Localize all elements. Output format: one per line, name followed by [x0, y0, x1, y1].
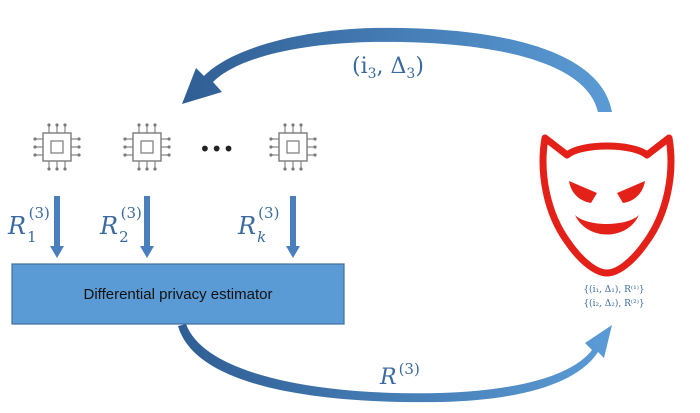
response-label: R(3): [379, 360, 420, 390]
report-arrow-2: [140, 196, 154, 258]
chip-icon: [268, 122, 318, 172]
ellipsis: •••: [199, 137, 234, 161]
client-chip-2: [122, 122, 172, 172]
client-chip-1: [32, 122, 82, 172]
devil-mask-icon: [539, 134, 675, 277]
report-label-1: R1(3): [7, 204, 50, 246]
report-arrow-k: [286, 196, 300, 258]
report-label-k: Rk(3): [237, 204, 279, 246]
chip-icon: [32, 122, 82, 172]
query-text: (i3, Δ3): [352, 54, 424, 82]
report-label-2: R2(3): [99, 204, 142, 246]
response-arrow: [178, 324, 612, 403]
query-arrow: [182, 27, 612, 112]
history-entry-2: {(i₂, Δ₂), R⁽²⁾}: [583, 298, 644, 309]
estimator-label: Differential privacy estimator: [84, 286, 273, 303]
client-chip-k: [268, 122, 318, 172]
estimator-box: Differential privacy estimator: [11, 263, 345, 325]
history-entry-1: {(i₁, Δ₁), R⁽¹⁾}: [583, 284, 644, 295]
query-label: (i3, Δ3): [352, 54, 424, 82]
report-arrow-1: [50, 196, 64, 258]
chip-icon: [122, 122, 172, 172]
adversary-history: {(i₁, Δ₁), R⁽¹⁾} {(i₂, Δ₂), R⁽²⁾}: [583, 284, 644, 309]
